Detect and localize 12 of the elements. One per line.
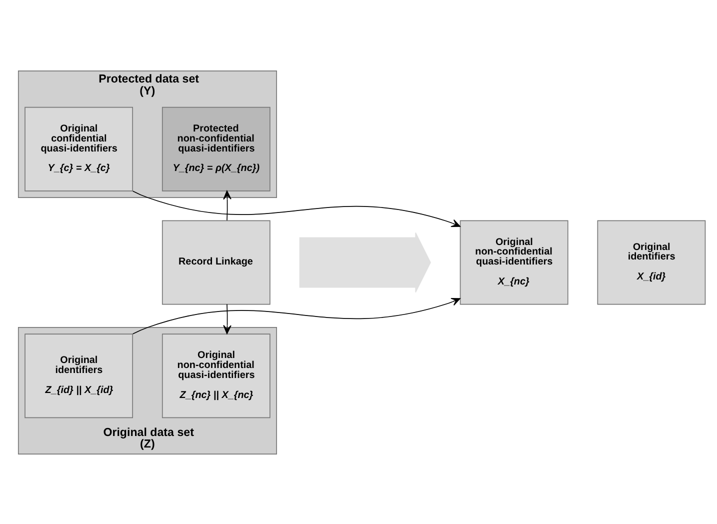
node-box: Original identifiers X_{id} [597,220,706,304]
node-box: Original non-confidential quasi-identifiers X_{nc} [460,220,568,304]
node-box: Original non-confidential quasi-identifiers Z_{nc} || X_{nc} [162,333,270,418]
node-arrow [299,232,431,292]
arrow [223,303,232,334]
arrow [132,190,460,227]
node-box: Original identifiers Z_{id} || X_{id} [24,333,133,418]
arrow [132,297,460,334]
node-box: Original confidential quasi-identifiers Y_{c} = X_{c} [24,106,133,191]
node-box: Record Linkage [162,220,270,304]
arrow [223,190,232,220]
node-box: Protected non-confidential quasi-identifiers Y_{nc} = ρ(X_{nc}) [162,106,270,191]
